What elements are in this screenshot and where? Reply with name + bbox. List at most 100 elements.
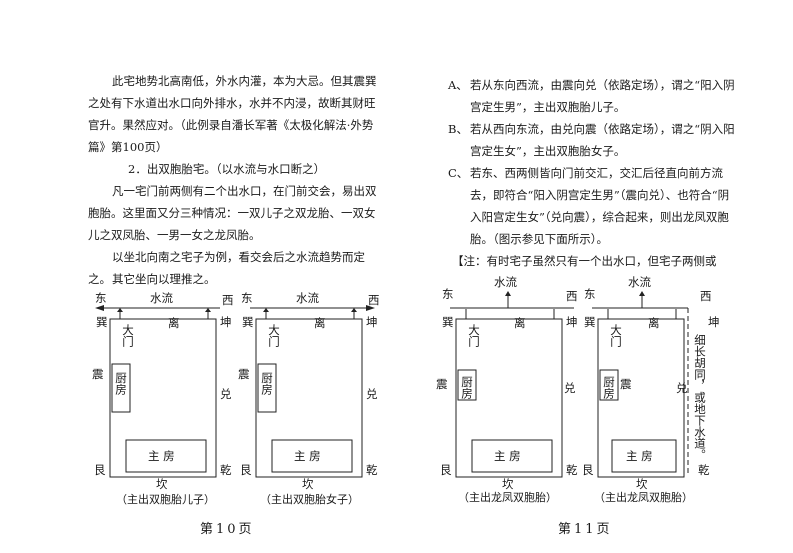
label-li: 离 [514,316,526,330]
label-water-flow: 水流 [628,275,651,289]
label-zhen: 震 [92,367,104,381]
paragraph-three-cases: 凡一宅门前两侧有二个出水口，在门前交会，易出双胞胎。这里面又分三种情况：一双儿子… [88,184,377,242]
main-room-box [471,439,553,473]
left-page: 此宅地势北高南低，外水内灌，本为大忌。但其震巽之处有下水道出水口向外排水，水并不… [88,74,380,537]
house-outline [597,318,685,478]
label-zhen: 震 [620,377,632,391]
label-dui: 兑 [366,387,378,401]
page-number: 第10页 [200,522,255,537]
label-kan: 坎 [502,477,514,491]
diagram-dragon-phoenix-twins: 东 水流 西 巽 坤 大门 离 震 厨房 兑 主 房 艮 坎 乾 （主出龙凤双胞… [436,275,578,504]
house-outline [255,318,363,478]
label-qian: 乾 [220,463,232,477]
kitchen-box [457,369,477,401]
list-item-text: 若东、西两侧皆向门前交汇，交汇后径直向前方流去，即符合“阳入阴宫定生男”（震向兑… [470,166,730,246]
right-page: A、 若从东向西流，由震向兑（依路定场），谓之“阳入阴宫定生男”，主出双胞胎儿子… [400,0,793,553]
caption-dragon-phoenix-2: （主出龙凤双胞胎） [594,490,693,504]
label-zhen: 震 [238,367,250,381]
label-gate: 大门 [121,323,135,348]
label-water-flow: 水流 [150,291,173,305]
list-marker: A、 [448,78,468,92]
list-marker: B、 [448,122,468,136]
paragraph-house-case: 此宅地势北高南低，外水内灌，本为大忌。但其震巽之处有下水道出水口向外排水，水并不… [88,74,377,154]
label-west: 西 [222,293,234,307]
kitchen-box [599,369,619,401]
main-room-box [125,439,207,473]
label-kun: 坤 [220,315,232,329]
label-kun: 坤 [366,315,378,329]
label-li: 离 [648,316,660,330]
list-marker: C、 [448,166,469,180]
label-main-room: 主 房 [148,449,175,463]
arrow-left-icon [95,305,104,311]
arrow-up-icon [505,291,511,296]
label-main-room: 主 房 [494,449,521,463]
label-west: 西 [700,289,712,303]
label-gate: 大门 [609,323,623,348]
kitchen-box [111,363,131,413]
label-xun: 巽 [242,315,254,329]
paragraph-other-orientations: 其它坐向以理推之。 [112,272,216,286]
house-outline [109,318,217,478]
label-dui: 兑 [220,387,232,401]
diagram-twin-daughters: 东 水流 西 巽 坤 大门 离 震 厨房 兑 主 房 艮 坎 乾 （主出双胞胎女… [238,291,380,506]
label-kan: 坎 [302,477,314,491]
label-water-flow: 水流 [296,291,319,305]
label-east: 东 [584,287,596,301]
label-east: 东 [95,291,107,305]
label-main-room: 主 房 [626,449,653,463]
label-east: 东 [241,291,253,305]
label-kitchen: 厨房 [114,372,128,396]
label-kan: 坎 [156,477,168,491]
label-kun: 坤 [566,315,578,329]
label-water-flow: 水流 [494,275,517,289]
label-kitchen: 厨房 [602,376,616,400]
label-gen: 艮 [440,463,452,477]
section-heading-twins: 2．出双胞胎宅。（以水流与水口断之） [128,162,326,176]
list-item-c: C、 若东、西两侧皆向门前交汇，交汇后径直向前方流去，即符合“阳入阴宫定生男”（… [448,162,738,250]
list-item-a: A、 若从东向西流，由震向兑（依路定场），谓之“阳入阴宫定生男”，主出双胞胎儿子… [448,74,738,118]
caption-twin-daughters: （主出双胞胎女子） [260,492,359,506]
label-qian: 乾 [566,463,578,477]
list-item-b: B、 若从西向东流，由兑向震（依路定场），谓之“阴入阳宫定生女”，主出双胞胎女子… [448,118,738,162]
arrow-up-icon [117,308,123,312]
label-qian: 乾 [698,463,710,477]
label-kun: 坤 [708,315,720,329]
label-east: 东 [442,287,454,301]
label-gen: 艮 [94,463,106,477]
main-room-box [271,439,353,473]
label-dui: 兑 [676,381,688,395]
label-xun: 巽 [442,315,454,329]
arrow-up-icon [263,308,269,312]
house-outline [455,318,563,478]
label-xun: 巽 [584,315,596,329]
label-gen: 艮 [240,463,252,477]
label-gate: 大门 [267,323,281,348]
note-text: 【注：有时宅子虽然只有一个出水口，但宅子两侧或 [452,254,717,268]
label-gate: 大门 [467,323,481,348]
alley-side-note: 细长胡同，或地下水道。 [693,334,707,461]
arrow-up-icon [351,308,357,312]
kitchen-box [257,363,277,413]
label-dui: 兑 [564,381,576,395]
diagram-dragon-phoenix-twins-alley: 东 水流 西 巽 坤 大门 离 震 厨房 兑 细长胡同，或地下水道。 主 房 艮… [582,275,720,504]
label-gen: 艮 [582,463,594,477]
arrow-up-icon [205,308,211,312]
arrow-right-icon [366,305,375,311]
list-item-text: 若从西向东流，由兑向震（依路定场），谓之“阴入阳宫定生女”，主出双胞胎女子。 [470,122,735,158]
paragraph-example: 以坐北向南之宅子为例，看交会后之水流趋势而定之。 [88,250,365,286]
label-li: 离 [314,316,326,330]
label-xun: 巽 [96,315,108,329]
label-west: 西 [566,289,578,303]
arrow-up-icon [639,291,645,296]
caption-twin-sons: （主出双胞胎儿子） [116,492,215,506]
label-kan: 坎 [636,477,648,491]
label-kitchen: 厨房 [260,372,274,396]
label-west: 西 [368,293,380,307]
caption-dragon-phoenix-1: （主出龙凤双胞胎） [458,490,557,504]
page-number: 第11页 [558,522,613,537]
label-zhen: 震 [436,377,448,391]
label-qian: 乾 [366,463,378,477]
list-item-text: 若从东向西流，由震向兑（依路定场），谓之“阳入阴宫定生男”，主出双胞胎儿子。 [470,78,735,114]
label-main-room: 主 房 [294,449,321,463]
